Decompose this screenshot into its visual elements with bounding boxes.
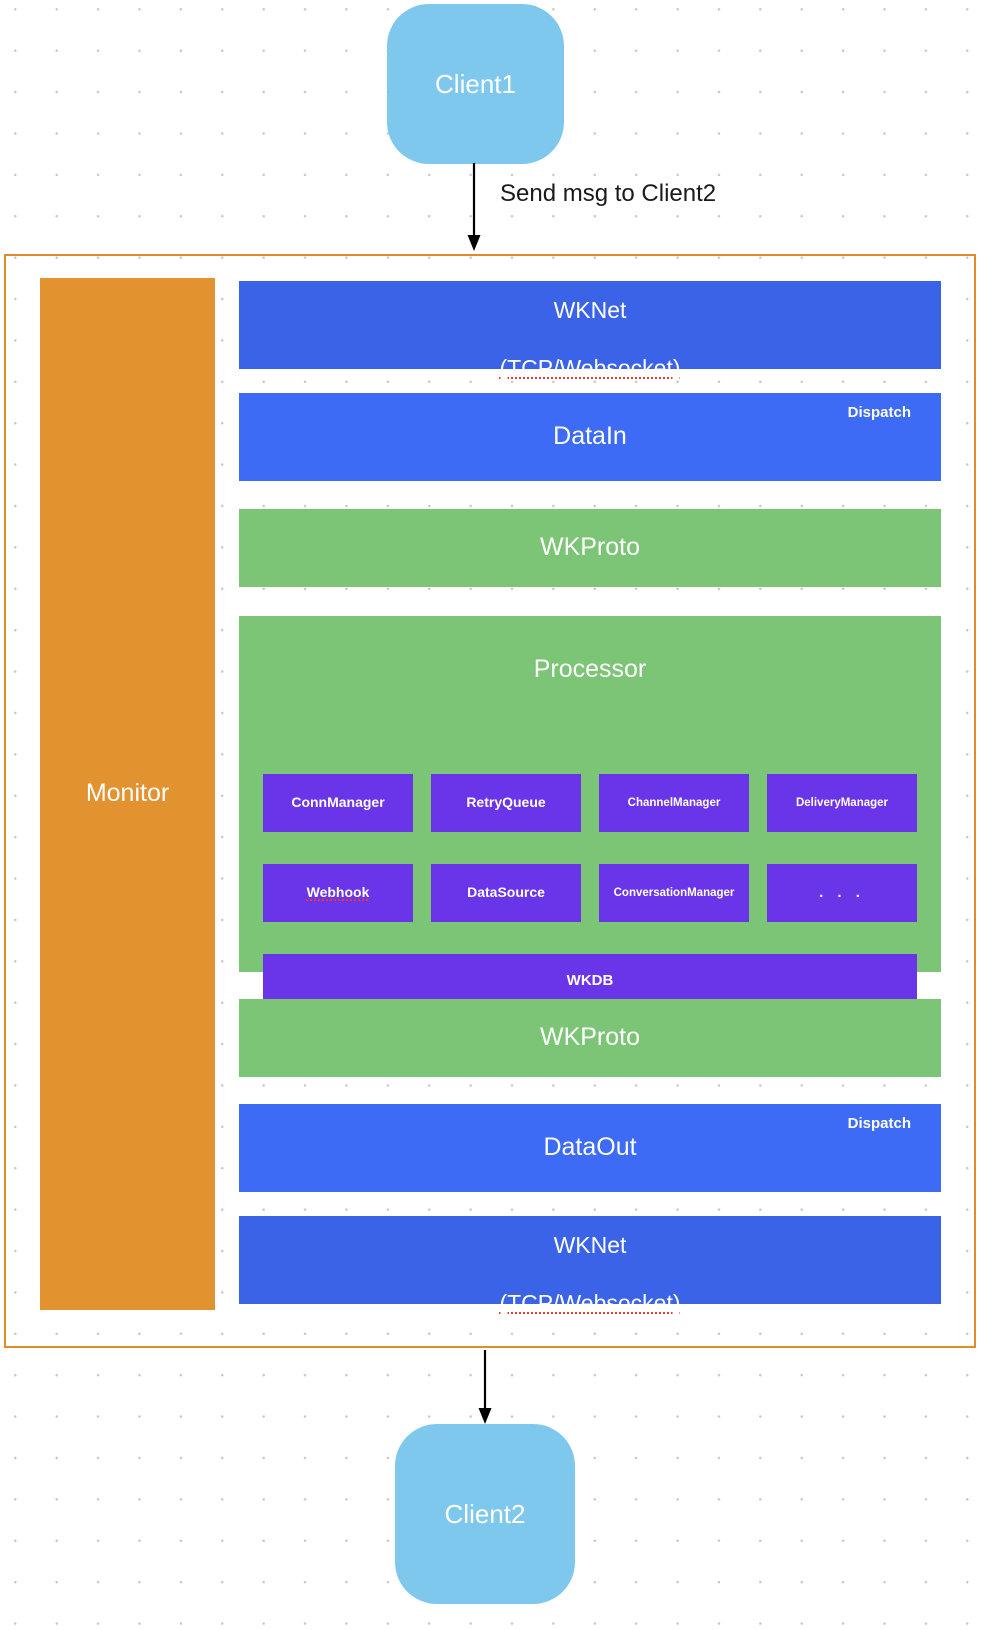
component-webhook[interactable]: Webhook	[263, 864, 413, 922]
dataout-label: DataOut	[543, 1133, 637, 1162]
component-data-source[interactable]: DataSource	[431, 864, 581, 922]
server-boundary	[4, 254, 976, 1348]
component-retry-queue[interactable]: RetryQueue	[431, 774, 581, 832]
wkproto-inbound-block[interactable]: WKProto	[239, 509, 941, 587]
component-conn-manager[interactable]: ConnManager	[263, 774, 413, 832]
dataout-block[interactable]: DataOut Dispatch	[239, 1104, 941, 1192]
client1-node[interactable]: Client1	[387, 4, 564, 164]
component-channel-manager[interactable]: ChannelManager	[599, 774, 749, 832]
inbound-arrow-label: Send msg to Client2	[500, 180, 717, 207]
processor-components-grid: ConnManager RetryQueue ChannelManager De…	[263, 754, 917, 1028]
processor-row-2: Webhook DataSource ConversationManager .…	[263, 864, 917, 922]
wkproto-outbound-label: WKProto	[539, 1023, 641, 1052]
processor-title: Processor	[533, 655, 647, 683]
wknet-inbound-subtitle: (TCP/Websocket)	[499, 354, 681, 381]
wknet-inbound-block[interactable]: WKNet (TCP/Websocket)	[239, 281, 941, 381]
wkproto-outbound-block[interactable]: WKProto	[239, 999, 941, 1077]
component-more-ellipsis[interactable]: . . .	[767, 864, 917, 922]
monitor-label: Monitor	[85, 779, 170, 808]
datain-label: DataIn	[553, 422, 627, 451]
datain-dispatch-tag: Dispatch	[847, 404, 911, 421]
processor-block[interactable]: Processor ConnManager RetryQueue Channel…	[239, 616, 941, 1008]
processor-row-1: ConnManager RetryQueue ChannelManager De…	[263, 774, 917, 832]
client2-node[interactable]: Client2	[395, 1424, 575, 1604]
component-delivery-manager[interactable]: DeliveryManager	[767, 774, 917, 832]
wknet-inbound-title: WKNet	[553, 297, 627, 324]
component-webhook-label: Webhook	[306, 884, 370, 901]
datain-block[interactable]: DataIn Dispatch	[239, 393, 941, 481]
client1-label: Client1	[435, 68, 516, 99]
dataout-dispatch-tag: Dispatch	[847, 1115, 911, 1132]
outbound-arrow-icon	[478, 1350, 492, 1424]
wknet-outbound-title: WKNet	[553, 1232, 627, 1259]
wknet-outbound-block[interactable]: WKNet (TCP/Websocket)	[239, 1216, 941, 1316]
monitor-block[interactable]: Monitor	[40, 278, 215, 1310]
wkproto-inbound-label: WKProto	[539, 533, 641, 562]
component-conversation-manager[interactable]: ConversationManager	[599, 864, 749, 922]
inbound-arrow-icon	[467, 163, 481, 251]
client2-label: Client2	[444, 1498, 526, 1529]
wknet-outbound-subtitle: (TCP/Websocket)	[499, 1289, 681, 1316]
